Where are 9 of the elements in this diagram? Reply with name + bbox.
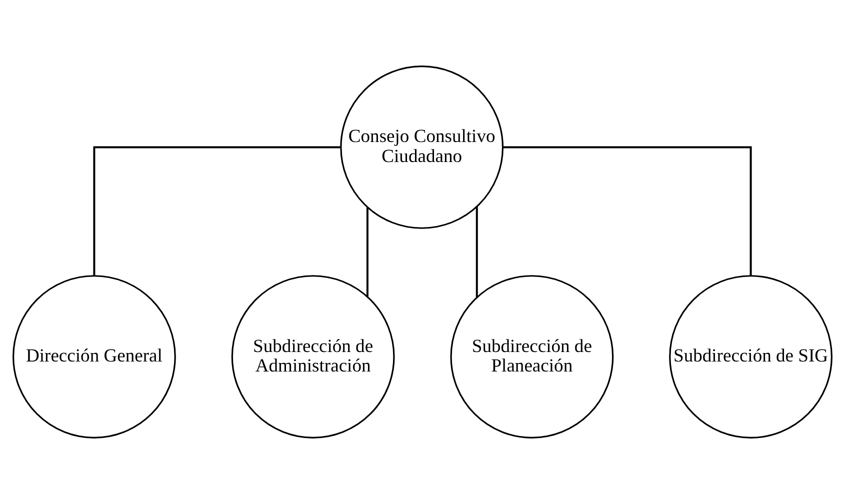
connector: [503, 146, 752, 276]
connector: [366, 207, 368, 297]
node-circle: Dirección General: [12, 275, 176, 438]
connector: [476, 206, 478, 298]
connector: [93, 146, 341, 276]
node-circle: Subdirección de SIG: [669, 275, 832, 438]
node-circle: Subdirección de Planeación: [450, 275, 614, 438]
node-circle: Consejo Consultivo Ciudadano: [340, 66, 504, 229]
node-circle: Subdirección de Administración: [231, 275, 395, 438]
